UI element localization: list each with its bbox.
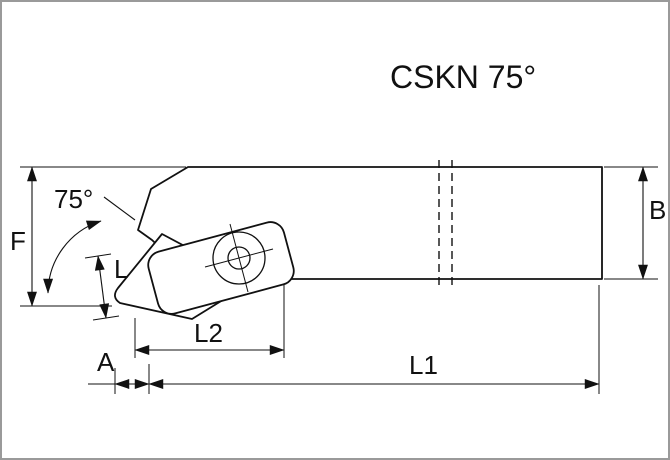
clamp-screw-inner [227, 246, 251, 270]
dim-label-l1: L1 [409, 350, 438, 380]
screw-crosshair-axis2 [229, 223, 249, 293]
angle-label: 75° [54, 184, 93, 214]
dim-label-f: F [10, 226, 26, 256]
dim-label-a: A [97, 347, 115, 377]
diagram-title: CSKN 75° [390, 59, 536, 95]
insert-clamp [147, 221, 295, 315]
clamp-screw-outer [212, 231, 266, 285]
angle-reference-line [103, 196, 136, 221]
dim-label-l2: L2 [194, 318, 223, 348]
angle-arc [43, 220, 102, 294]
dim-label-b: B [649, 195, 666, 225]
dim-label-l: L [114, 254, 128, 284]
l-dimension-line [94, 255, 110, 319]
